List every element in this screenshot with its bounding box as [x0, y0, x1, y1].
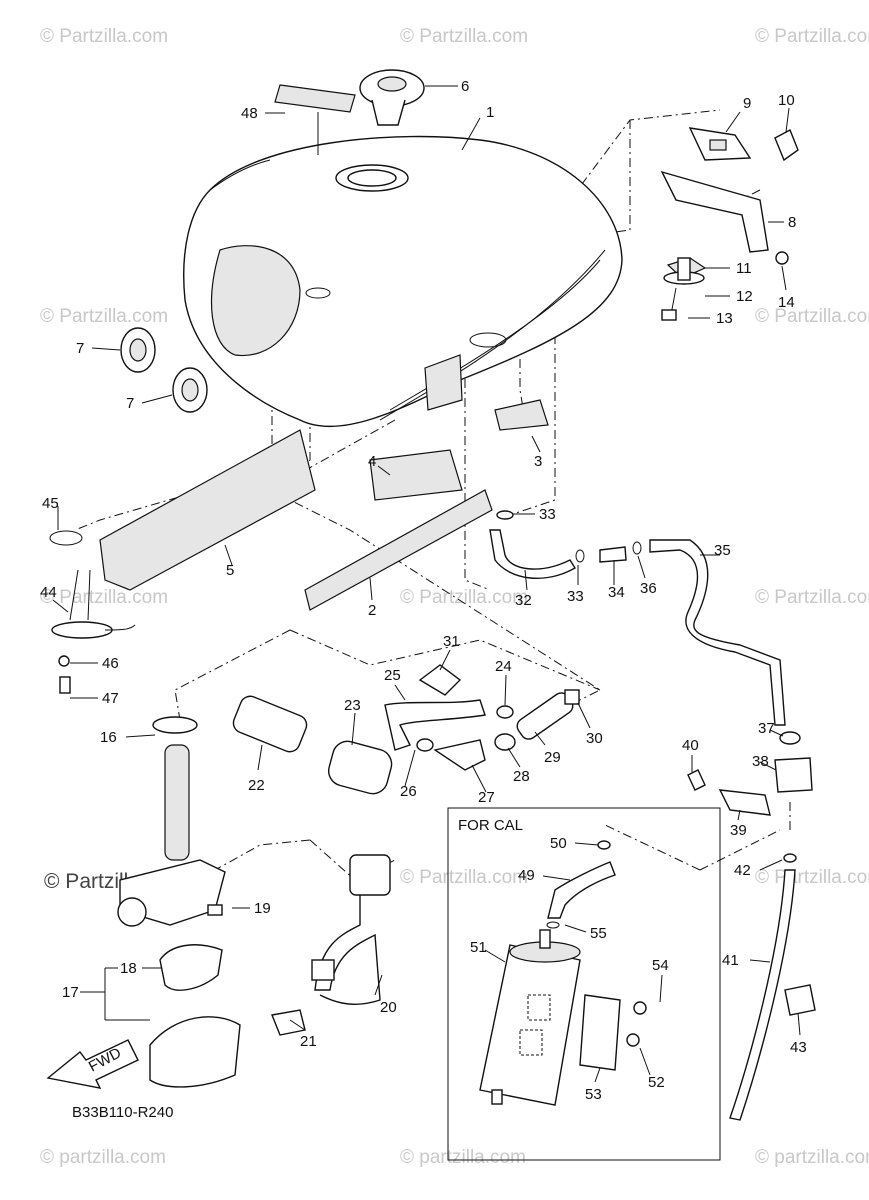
callout-8: 8: [788, 214, 796, 231]
callout-52: 52: [648, 1074, 665, 1091]
inset-title: FOR CAL: [458, 817, 523, 834]
callout-49: 49: [518, 867, 535, 884]
callout-22: 22: [248, 777, 265, 794]
callout-13: 13: [716, 310, 733, 327]
callout-23: 23: [344, 697, 361, 714]
callout-37: 37: [758, 720, 775, 737]
callout-35: 35: [714, 542, 731, 559]
callout-11: 11: [736, 260, 752, 277]
callout-33b: 33: [567, 588, 584, 605]
leader-lines: [52, 85, 801, 1083]
watermark: © Partzilla.com: [400, 26, 528, 47]
insulation-5: [99, 429, 316, 591]
inset-frame: [447, 807, 721, 1161]
callout-24: 24: [495, 658, 512, 675]
callout-4: 4: [368, 453, 376, 470]
watermarks: © Partzilla.com © Partzilla.com © Partzi…: [40, 26, 869, 1168]
level-sender: [49, 530, 136, 694]
callout-30: 30: [586, 730, 603, 747]
callout-19: 19: [254, 900, 271, 917]
callout-7b: 7: [126, 395, 134, 412]
rear-bracket: [660, 127, 799, 321]
watermark: © Partzilla.com: [40, 26, 168, 47]
callout-21: 21: [300, 1033, 317, 1050]
callout-33a: 33: [539, 506, 556, 523]
callout-27: 27: [478, 789, 495, 806]
watermark: © Partzilla.com: [40, 306, 168, 327]
callout-55: 55: [590, 925, 607, 942]
fuel-tank: [183, 135, 623, 428]
insulator-4: [369, 449, 463, 501]
callout-45: 45: [42, 495, 59, 512]
watermark: © Partzilla.com: [400, 587, 528, 608]
seal-strip: [274, 84, 356, 113]
fwd-arrow: FWD: [46, 1039, 139, 1089]
callout-54: 54: [652, 957, 669, 974]
california-canister-inset: FOR CAL: [447, 807, 721, 1161]
fuel-cock: [117, 716, 241, 1088]
callout-46: 46: [102, 655, 119, 672]
callout-38: 38: [752, 753, 769, 770]
watermark: © Partzilla.com: [400, 867, 528, 888]
callout-3: 3: [534, 453, 542, 470]
diagram-code: B33B110-R240: [72, 1104, 173, 1121]
callout-20: 20: [380, 999, 397, 1016]
right-hose-group: [687, 731, 816, 1121]
insulator-3: [494, 399, 549, 431]
callout-44: 44: [40, 584, 57, 601]
callout-36: 36: [640, 580, 657, 597]
callout-9: 9: [743, 95, 751, 112]
callout-43: 43: [790, 1039, 807, 1056]
callout-40: 40: [682, 737, 699, 754]
watermark: © partzilla.com: [755, 1147, 869, 1168]
callout-50: 50: [550, 835, 567, 852]
callout-17: 17: [62, 984, 79, 1001]
vent-hose-group: [489, 510, 786, 726]
insulation-2: [304, 489, 493, 611]
watermark: © partzilla.com: [400, 1147, 526, 1168]
callout-39: 39: [730, 822, 747, 839]
callout-18: 18: [120, 960, 137, 977]
callout-5: 5: [226, 562, 234, 579]
callout-labels: 1 2 3 4 5 6 7 7 8 9 10 11 12 13 14 16 17…: [40, 78, 807, 1103]
fuel-cap: [359, 69, 425, 126]
callout-26: 26: [400, 783, 417, 800]
watermark: © Partzilla.com: [755, 26, 869, 47]
callout-34: 34: [608, 584, 625, 601]
callout-41: 41: [722, 952, 739, 969]
callout-7a: 7: [76, 340, 84, 357]
callout-6: 6: [461, 78, 469, 95]
callout-28: 28: [513, 768, 530, 785]
grommet: [120, 327, 208, 413]
callout-1: 1: [486, 104, 494, 121]
callout-29: 29: [544, 749, 561, 766]
callout-42: 42: [734, 862, 751, 879]
watermark: © Partzilla.com: [40, 587, 168, 608]
callout-14: 14: [778, 294, 795, 311]
callout-48: 48: [241, 105, 258, 122]
watermark: © Partzilla.com: [755, 306, 869, 327]
callout-10: 10: [778, 92, 795, 109]
callout-31: 31: [443, 633, 460, 650]
callout-53: 53: [585, 1086, 602, 1103]
callout-16: 16: [100, 729, 117, 746]
watermark: © partzilla.com: [40, 1147, 166, 1168]
callout-12: 12: [736, 288, 753, 305]
watermark: © Partzilla.com: [755, 587, 869, 608]
callout-32: 32: [515, 592, 532, 609]
fuel-filter-group: [232, 664, 580, 795]
callout-2: 2: [368, 602, 376, 619]
callout-25: 25: [384, 667, 401, 684]
fuel-pump-group: [271, 854, 391, 1036]
watermark: © Partzilla.com: [755, 867, 869, 888]
callout-47: 47: [102, 690, 119, 707]
callout-51: 51: [470, 939, 487, 956]
